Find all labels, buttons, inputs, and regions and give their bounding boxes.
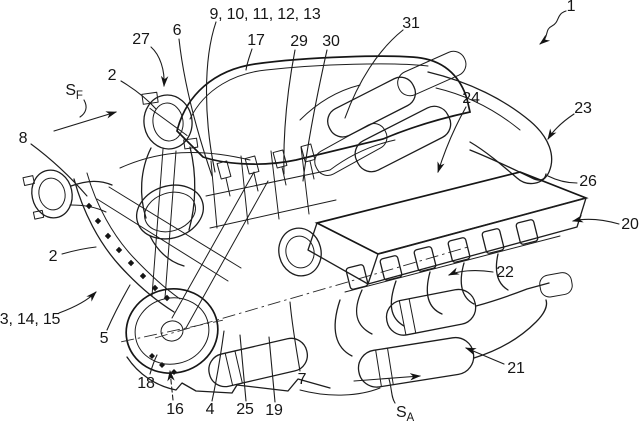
label-ref-22: 22 <box>496 264 514 281</box>
engine-drawing <box>22 50 589 396</box>
injector-row <box>205 143 337 229</box>
leader-23 <box>547 113 575 140</box>
label-ref-31: 31 <box>402 15 420 32</box>
label-ref-27: 27 <box>132 31 150 48</box>
label-ref-8: 8 <box>18 130 28 147</box>
leader-2-throttle <box>120 80 157 110</box>
label-ref-26: 26 <box>579 173 597 190</box>
label-ref-30: 30 <box>322 33 340 50</box>
label-ref-19: 19 <box>265 402 283 419</box>
label-dir-sf: SF <box>65 82 83 103</box>
label-ref-24: 24 <box>462 90 480 107</box>
leader-21 <box>465 347 505 365</box>
label-ref-20: 20 <box>621 216 639 233</box>
label-ref-25: 25 <box>236 401 254 418</box>
label-ref-23: 23 <box>574 100 592 117</box>
label-dir-sa: SA <box>396 404 414 425</box>
exhaust-headers <box>334 253 509 357</box>
leader-7 <box>289 301 301 372</box>
leader-27 <box>150 46 169 87</box>
leader-25 <box>239 334 247 402</box>
leader-6 <box>178 38 213 177</box>
leader-1 <box>539 10 567 45</box>
label-ref-2-bank: 2 <box>48 248 58 265</box>
label-ref-17: 17 <box>247 32 265 49</box>
label-ref-5: 5 <box>99 330 109 347</box>
label-ref-3-14-15: 3, 14, 15 <box>0 311 61 328</box>
label-ref-18: 18 <box>137 375 155 392</box>
label-ref-7: 7 <box>297 371 307 388</box>
leader-4 <box>211 330 225 402</box>
leader-26 <box>547 175 578 184</box>
leader-16 <box>167 370 175 401</box>
label-ref-1: 1 <box>566 0 576 15</box>
label-ref-4: 4 <box>205 401 215 418</box>
label-ref-6: 6 <box>172 22 182 39</box>
left-throttle-body <box>22 169 73 220</box>
exhaust-manifold-shields <box>299 50 467 176</box>
leader-20 <box>572 215 620 225</box>
label-ref-2-throttle: 2 <box>107 67 117 84</box>
crank-pulley <box>121 287 223 375</box>
leader-sa-hook <box>388 378 396 404</box>
downpipe <box>427 71 553 185</box>
leader-lines <box>30 10 620 404</box>
label-ref-9-13: 9, 10, 11, 12, 13 <box>209 6 321 23</box>
label-ref-16: 16 <box>166 401 184 418</box>
label-ref-29: 29 <box>290 33 308 50</box>
exhaust-direction-arrow <box>353 373 421 382</box>
ignition-coils <box>344 219 561 293</box>
crank-axis-line <box>154 246 469 339</box>
catalytic-converters <box>208 272 573 396</box>
leader-29 <box>283 49 296 175</box>
leader-5 <box>106 284 131 331</box>
leader-24 <box>437 106 467 173</box>
intake-duct-opening <box>136 184 204 240</box>
intake-plenum <box>176 55 472 165</box>
leader-sf-hook <box>79 99 87 118</box>
leader-9-13 <box>206 21 217 173</box>
leader-19 <box>268 336 276 403</box>
fresh-air-arrow <box>53 111 117 132</box>
leader-18 <box>149 354 158 375</box>
leader-31 <box>344 29 404 119</box>
leader-30 <box>302 49 328 182</box>
leader-3-14-15 <box>58 291 97 314</box>
label-ref-21: 21 <box>507 360 525 377</box>
upper-throttle-body <box>141 91 199 150</box>
bolt-row <box>85 202 177 375</box>
front-belt-drive <box>73 148 269 329</box>
leader-2-bank <box>61 246 97 255</box>
leader-22 <box>448 267 494 276</box>
leader-17 <box>245 48 253 71</box>
valve-cover <box>278 171 589 285</box>
leader-8 <box>30 143 88 197</box>
